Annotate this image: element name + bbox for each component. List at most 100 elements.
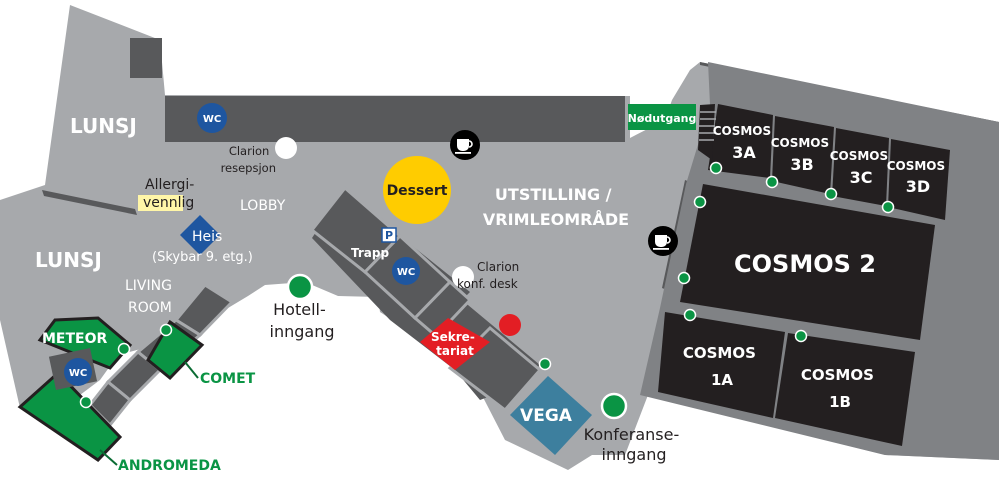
door-dot-icon[interactable] [794, 329, 808, 343]
cosmos-1a-line2: 1A [711, 371, 733, 389]
wc-icon-label-center: WC [397, 267, 415, 278]
clarion-resepsjon-line2: resepsjon [221, 161, 276, 175]
living-line2: ROOM [128, 300, 172, 316]
cosmos-3d-label: COSMOS 3D [887, 159, 950, 196]
cosmos-3a-label: COSMOS 3A [713, 124, 776, 162]
room-cosmos-3c[interactable] [832, 128, 889, 206]
door-dot-icon[interactable] [538, 357, 552, 371]
room-cosmos-3d[interactable] [888, 139, 950, 220]
area-lobby: LOBBY [240, 198, 286, 214]
room-cosmos-3a[interactable] [708, 104, 773, 178]
clarion-resepsjon-label: Clarion resepsjon [221, 144, 276, 175]
info-desk-dot-icon[interactable] [275, 137, 297, 159]
cosmos-3c-label: COSMOS 3C [830, 149, 893, 187]
konferanse-inngang-label: Konferanse- inngang [584, 425, 685, 464]
allergy-line2: vennlig [143, 195, 194, 211]
konferanse-inngang-line1: Konferanse- [584, 425, 680, 444]
stairs-nodutgang [698, 104, 715, 160]
wc-icon: WC [392, 257, 420, 285]
parking-icon: P [381, 227, 397, 243]
entrance-dot-icon [286, 273, 314, 301]
trapp-label: Trapp [351, 246, 389, 260]
heis-line1: Heis [192, 229, 222, 245]
door-dot-icon[interactable] [765, 175, 779, 189]
parking-label: P [385, 229, 393, 242]
area-living-room: LIVING ROOM [125, 278, 176, 316]
allergy-highlight [138, 195, 183, 211]
coffee-cup-icon [450, 130, 480, 160]
cosmos-3b-line2: 3B [790, 155, 813, 174]
wc-icon-label-top: WC [203, 114, 221, 125]
lobby-corridor-block [165, 96, 625, 142]
cosmos-3b-line1: COSMOS [771, 136, 829, 150]
door-dot-icon[interactable] [159, 323, 173, 337]
meteor-label: METEOR [42, 331, 108, 347]
hotell-inngang-label: Hotell- inngang [270, 300, 335, 341]
hotell-inngang[interactable]: Hotell- inngang [270, 273, 335, 341]
wc-icon: WC [197, 103, 227, 133]
cosmos-labels: COSMOS 3A COSMOS 3B COSMOS 3C COSMOS 3D … [683, 124, 950, 411]
konferanse-inngang[interactable]: Konferanse- inngang [584, 392, 685, 464]
sekretariat-label: Sekre- tariat [431, 330, 479, 358]
door-dot-icon[interactable] [709, 161, 723, 175]
clarion-konf-line1: Clarion [477, 260, 519, 274]
area-utstilling: UTSTILLING / VRIMLEOMRÅDE [483, 185, 629, 229]
info-desk-dot-icon[interactable] [452, 266, 474, 288]
sekretariat-line2: tariat [436, 344, 474, 358]
elevator-diamond-icon [180, 215, 220, 255]
room-small-center [412, 279, 473, 339]
comet-label: COMET [200, 371, 256, 387]
door-dot-icon[interactable] [79, 395, 93, 409]
clarion-konf-label: Clarion konf. desk [457, 260, 523, 291]
utstilling-line2: VRIMLEOMRÅDE [483, 210, 629, 229]
door-dot-icon[interactable] [683, 308, 697, 322]
cosmos-3b-label: COSMOS 3B [771, 136, 834, 174]
door-dot-icon[interactable] [881, 200, 895, 214]
door-dot-icon[interactable] [824, 187, 838, 201]
heis-label: Heis (Skybar 9. etg.) [152, 229, 253, 265]
dessert-station[interactable] [383, 156, 451, 224]
living-line1: LIVING [125, 278, 172, 294]
door-dot-icon[interactable] [117, 342, 131, 356]
room-cosmos-1b[interactable] [775, 333, 915, 446]
room-andromeda[interactable] [17, 370, 123, 462]
room-meteor[interactable] [37, 316, 133, 370]
hotell-inngang-line1: Hotell- [273, 300, 326, 319]
cosmos-halls [640, 62, 999, 460]
wc-icon: WC [64, 358, 92, 386]
cosmos-3d-line1: COSMOS [887, 159, 945, 173]
room-cosmos-1a[interactable] [658, 312, 785, 418]
stairs-lines [699, 111, 716, 141]
door-markers [79, 161, 895, 409]
room-comet[interactable] [146, 319, 205, 381]
area-lunsj-left: LUNSJ [35, 248, 102, 272]
wall-divider-left [42, 190, 137, 215]
cosmos-3a-line2: 3A [732, 143, 756, 162]
cosmos-1b-label: COSMOS 1B [801, 366, 879, 411]
room-sekretariat[interactable] [420, 318, 490, 370]
door-dot-icon[interactable] [693, 195, 707, 209]
konferanse-inngang-line2: inngang [602, 445, 667, 464]
clarion-konf-line2: konf. desk [457, 277, 518, 291]
andromeda-label: ANDROMEDA [118, 458, 221, 474]
vega-label: VEGA [520, 406, 573, 426]
exit-sign-nodutgang[interactable]: Nødutgang [628, 104, 697, 130]
allergy-label: Allergi- vennlig [143, 177, 199, 211]
door-dot-icon[interactable] [677, 271, 691, 285]
cosmos-1b-line1: COSMOS [801, 366, 874, 384]
exit-sign-bg [628, 104, 696, 130]
cosmos-3a-line1: COSMOS [713, 124, 771, 138]
lunsj-top-pillar [130, 38, 162, 78]
utstilling-line1: UTSTILLING / [495, 185, 612, 204]
entrance-dot-icon [600, 392, 628, 420]
allergy-line1: Allergi- [145, 177, 194, 193]
sekretariat-dot-icon [499, 314, 521, 336]
room-cosmos-3b[interactable] [772, 116, 834, 194]
room-vega[interactable] [510, 376, 592, 455]
wc-icon-label-left: WC [69, 368, 87, 379]
room-cosmos-2[interactable] [680, 184, 935, 340]
exit-sign-label: Nødutgang [628, 112, 697, 125]
andromeda-leader-line [99, 449, 118, 466]
hotell-inngang-line2: inngang [270, 322, 335, 341]
cosmos-1a-label: COSMOS 1A [683, 344, 761, 389]
